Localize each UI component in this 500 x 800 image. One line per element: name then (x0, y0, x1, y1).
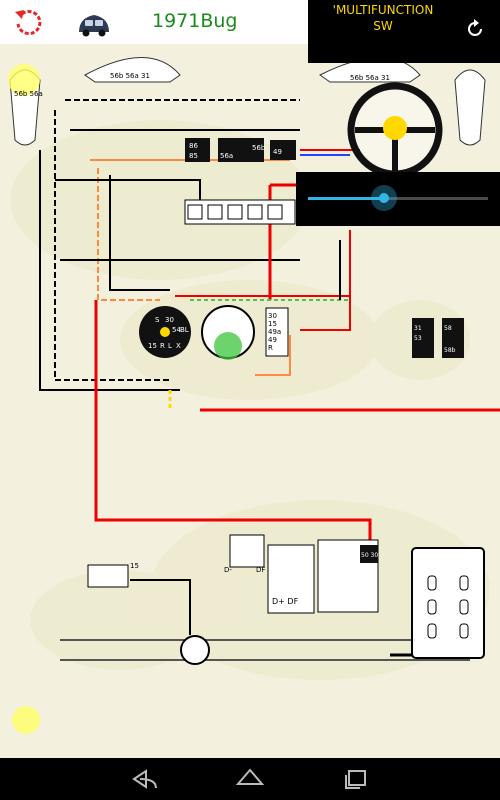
svg-text:15: 15 (268, 320, 277, 328)
svg-text:86: 86 (189, 142, 198, 150)
relay[interactable]: 86 85 (185, 138, 210, 162)
svg-text:BL: BL (180, 326, 189, 334)
slider-track[interactable] (308, 197, 488, 200)
svg-text:31: 31 (414, 325, 422, 332)
svg-text:56b: 56b (252, 144, 266, 152)
navigation-bar (0, 758, 500, 800)
svg-text:56a: 56a (220, 152, 233, 160)
battery[interactable] (411, 547, 485, 659)
ignition-switch[interactable]: S 30 54 BL 15 R L X (139, 306, 191, 358)
svg-text:D+ DF: D+ DF (272, 597, 299, 606)
slider-fill (308, 197, 384, 200)
svg-text:DF: DF (256, 566, 265, 574)
home-icon[interactable] (230, 766, 270, 792)
svg-text:50 30: 50 30 (361, 552, 378, 559)
beetle-car-icon[interactable] (76, 10, 112, 38)
svg-text:58b: 58b (444, 347, 456, 354)
svg-text:49: 49 (273, 148, 282, 156)
voltage-regulator[interactable]: D- DF (224, 534, 265, 574)
headlamp-left[interactable]: 56b 56a (8, 64, 43, 146)
wiper-switch[interactable]: 31 53 58 58b (412, 318, 464, 358)
svg-text:56b 56a 31: 56b 56a 31 (350, 74, 390, 82)
svg-text:56b 56a: 56b 56a (14, 90, 43, 98)
slider-panel (296, 172, 500, 226)
svg-text:56b 56a 31: 56b 56a 31 (110, 72, 150, 80)
svg-text:49a: 49a (268, 328, 281, 336)
svg-text:R: R (160, 342, 165, 350)
back-arrow-icon[interactable] (124, 766, 164, 792)
svg-text:30: 30 (268, 312, 277, 320)
svg-text:30: 30 (165, 316, 174, 324)
svg-text:85: 85 (189, 152, 198, 160)
headlamp-center[interactable]: 56b 56a 31 (84, 57, 181, 83)
svg-text:R: R (268, 344, 273, 352)
svg-text:L: L (168, 342, 172, 350)
ignition-coil[interactable]: 15 (87, 562, 139, 588)
svg-text:53: 53 (414, 335, 422, 342)
rotate-left-icon[interactable] (12, 6, 44, 38)
svg-text:54: 54 (172, 326, 181, 334)
svg-text:D-: D- (224, 566, 232, 574)
svg-text:49: 49 (268, 336, 277, 344)
terminal-49[interactable]: 49 (270, 140, 296, 160)
multifunction-popup: 'MULTIFUNCTION SW (308, 0, 500, 63)
recent-apps-icon[interactable] (336, 766, 376, 792)
svg-text:15: 15 (130, 562, 139, 570)
flasher-unit[interactable]: 30 15 49a 49 R (265, 307, 289, 357)
svg-text:15: 15 (148, 342, 157, 350)
popup-title: 'MULTIFUNCTION SW (332, 3, 434, 33)
distributor[interactable] (180, 635, 210, 665)
wiring-diagram[interactable]: 56b 56a 56b 56a 31 56b 56a 31 (0, 44, 500, 758)
fuse-box[interactable] (184, 199, 296, 225)
svg-text:58: 58 (444, 325, 452, 332)
starter-motor[interactable]: 50 30 (317, 539, 379, 613)
speedometer[interactable] (201, 305, 255, 360)
app-title: 1971Bug (152, 10, 238, 32)
svg-text:S: S (155, 316, 160, 324)
steering-wheel[interactable] (347, 82, 443, 178)
refresh-icon[interactable] (464, 18, 486, 40)
dimmer-switch[interactable]: 56a 56b (218, 138, 266, 162)
slider-thumb[interactable] (370, 185, 397, 211)
svg-text:X: X (176, 342, 181, 350)
alternator[interactable]: D+ DF (267, 544, 315, 614)
headlamp-right[interactable] (454, 69, 486, 146)
taillamp-left[interactable] (12, 706, 40, 734)
